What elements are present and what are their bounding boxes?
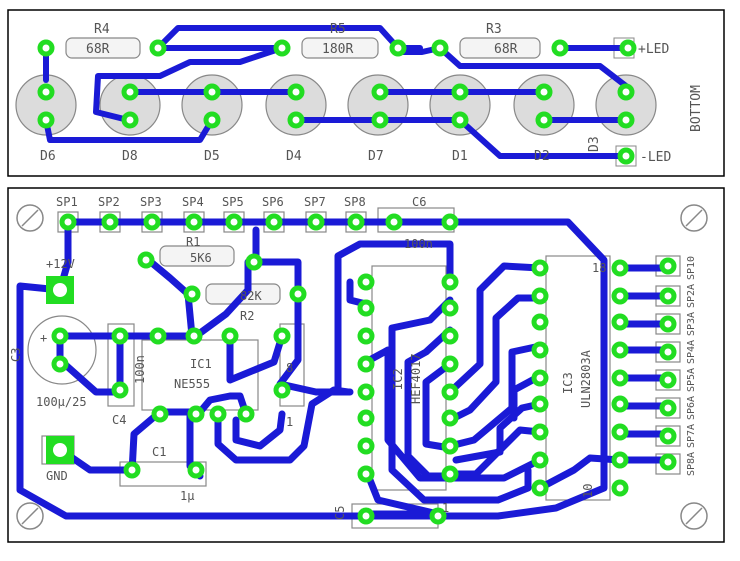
sp8-label: SP8 (344, 195, 366, 209)
r3-value-label: 68R (494, 42, 518, 57)
top-board: R4 68R R5 180R R3 68R D6 D8 D5 D4 D7 D1 … (7, 9, 725, 177)
c3-value-label: 100µ/25 (36, 395, 87, 409)
sp5-label: SP5 (222, 195, 244, 209)
c3-label: C3 (9, 348, 23, 362)
ic1-pin8-label: 8 (286, 361, 293, 375)
led-d5-label: D5 (204, 149, 220, 164)
sp8a-out-label: SP8A (686, 452, 697, 476)
bottom-board: SP1 SP2 SP3 SP4 SP5 SP6 SP7 SP8 C6 100n … (7, 187, 725, 543)
sp2a-out-label: SP2A (686, 284, 697, 308)
c6-value-label: 100n (404, 237, 433, 251)
gnd-label: GND (46, 469, 68, 483)
c4-label: C4 (112, 413, 126, 427)
mounting-hole-icons (16, 204, 708, 530)
c1-label: C1 (152, 445, 166, 459)
ic3-part-label: ULN2803A (579, 349, 593, 408)
r2-label: R2 (240, 309, 254, 323)
led-d1-label: D1 (452, 149, 468, 164)
led-d7-label: D7 (368, 149, 384, 164)
ic1-label: IC1 (190, 357, 212, 371)
r4-ref-label: R4 (94, 22, 110, 37)
sp1-label: SP1 (56, 195, 78, 209)
sp6-label: SP6 (262, 195, 284, 209)
ic2-part-label: HEF4017 (409, 353, 423, 404)
c4-value-label: 100n (133, 355, 147, 384)
resistor-silkscreen (65, 37, 541, 59)
ic3-pin18-label: 18 (592, 261, 606, 275)
ic1-part-label: NE555 (174, 377, 210, 391)
sp5a-out-label: SP5A (686, 368, 697, 392)
ic3-pin10-label: 10 (581, 484, 595, 498)
sp3a-out-label: SP3A (686, 312, 697, 336)
led-d4-label: D4 (286, 149, 302, 164)
r1-label: R1 (186, 235, 200, 249)
sp3-label: SP3 (140, 195, 162, 209)
c1-value-label: 1µ (180, 489, 194, 503)
sp4a-out-label: SP4A (686, 340, 697, 364)
r2-value-label: 82K (240, 289, 262, 303)
sp4-label: SP4 (182, 195, 204, 209)
c3-plus-label: + (40, 331, 47, 345)
sp6a-out-label: SP6A (686, 396, 697, 420)
led-d3-label: D3 (587, 136, 602, 152)
top-pads (37, 39, 637, 165)
sp7-label: SP7 (304, 195, 326, 209)
c6-label: C6 (412, 195, 426, 209)
bottom-side-label: BOTTOM (689, 85, 704, 132)
sp2-label: SP2 (98, 195, 120, 209)
plus-12v-label: +12V (46, 257, 75, 271)
sp7a-out-label: SP7A (686, 424, 697, 448)
r5-value-label: 180R (322, 42, 353, 57)
sp10-out-label: SP10 (686, 256, 697, 280)
r5-ref-label: R5 (330, 22, 346, 37)
ic2-label: IC2 (391, 368, 405, 390)
r4-value-label: 68R (86, 42, 110, 57)
led-d6-label: D6 (40, 149, 56, 164)
c5-label: C5 (333, 506, 347, 520)
bottom-pads (51, 213, 677, 525)
plus-led-label: +LED (638, 42, 669, 57)
ic3-label: IC3 (561, 372, 575, 394)
r1-value-label: 5K6 (190, 251, 212, 265)
led-d2-label: D2 (534, 149, 550, 164)
ic1-pin1-label: 1 (286, 415, 293, 429)
ic2-pin1-label: 1 (442, 501, 449, 515)
led-d8-label: D8 (122, 149, 138, 164)
r3-ref-label: R3 (486, 22, 502, 37)
minus-led-label: -LED (640, 150, 671, 165)
